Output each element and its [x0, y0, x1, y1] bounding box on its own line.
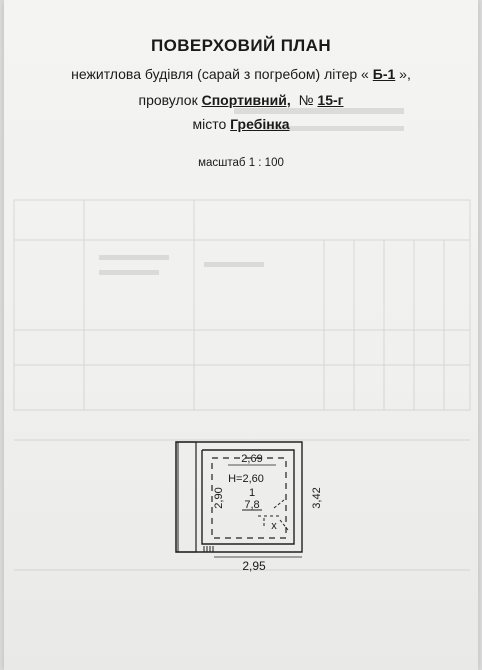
- outer-width-dimension: 2,95: [242, 559, 266, 573]
- scale-label: масштаб 1 : 100: [198, 157, 284, 169]
- cellar-contour: [211, 457, 287, 539]
- room-height: H=2,60: [228, 473, 264, 485]
- document-sheet: ПОВЕРХОВИЙ ПЛАН нежитлова будівля (сарай…: [4, 0, 478, 670]
- door-hatch: [203, 546, 214, 552]
- building-description-suffix: »,: [399, 66, 411, 82]
- number-label: №: [298, 92, 314, 108]
- inner-length-dimension: 2,90: [213, 487, 225, 508]
- room-area: 7,8: [244, 499, 259, 511]
- show-through-table: [13, 108, 471, 571]
- cellar-diagonal: [273, 499, 285, 509]
- house-number: 15-г: [317, 92, 344, 108]
- cellar-mark: x: [271, 520, 277, 532]
- city-name: Гребінка: [230, 116, 290, 132]
- street-name: Спортивний,: [201, 92, 291, 108]
- city-prefix: місто: [192, 116, 227, 132]
- address-street-line: провулок Спортивний, № 15-г: [4, 92, 478, 108]
- building-letter: Б-1: [372, 66, 396, 82]
- inner-wall: [202, 449, 295, 545]
- inner-width-dimension: 2,69: [241, 453, 262, 465]
- document-title: ПОВЕРХОВИЙ ПЛАН: [150, 36, 331, 55]
- building-description: нежитлова будівля (сарай з погребом) літ…: [4, 66, 478, 82]
- outer-length-dimension: 3,42: [311, 487, 323, 508]
- room-number: 1: [249, 487, 255, 499]
- left-wall-face: [175, 441, 197, 553]
- entrance-opening: [201, 450, 214, 545]
- street-prefix: провулок: [138, 92, 198, 108]
- building-description-prefix: нежитлова будівля (сарай з погребом) літ…: [71, 66, 369, 82]
- cellar-diagonal-2: [279, 519, 289, 531]
- address-city-line: місто Гребінка: [4, 116, 478, 132]
- floor-plan-drawing: 2,69 H=2,60 1 7,8 x 2,90 3,42 2,95: [175, 441, 323, 573]
